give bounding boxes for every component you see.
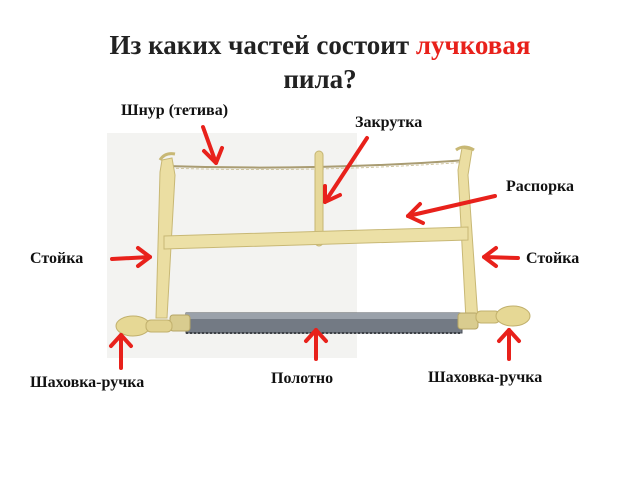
label-post-right: Стойка — [526, 250, 580, 267]
label-spacer: Распорка — [506, 178, 574, 195]
left-handle — [115, 315, 173, 337]
label-handle-left: Шаховка-ручка — [30, 374, 145, 391]
arrow-spacer-icon — [406, 194, 497, 225]
label-cord: Шнур (тетива) — [121, 102, 229, 119]
title-prefix: Из каких частей состоит — [109, 30, 416, 60]
arrow-post-left-icon — [110, 246, 152, 268]
arrow-blade-icon — [304, 328, 328, 361]
page-title: Из каких частей состоит лучковая пила? — [0, 28, 640, 96]
arrow-handle-left-icon — [109, 333, 133, 370]
arrow-post-right-icon — [482, 246, 520, 268]
title-highlight: лучковая — [415, 30, 531, 60]
label-twist: Закрутка — [355, 114, 423, 131]
label-handle-right: Шаховка-ручка — [428, 369, 543, 386]
arrow-twist-icon — [323, 136, 369, 204]
arrow-cord-icon — [201, 125, 224, 165]
label-blade: Полотно — [271, 370, 334, 387]
arrow-handle-right-icon — [497, 328, 521, 361]
label-post-left: Стойка — [30, 250, 84, 267]
spacer-bar — [163, 226, 469, 250]
right-handle — [475, 305, 531, 327]
title-suffix: пила? — [283, 64, 357, 94]
